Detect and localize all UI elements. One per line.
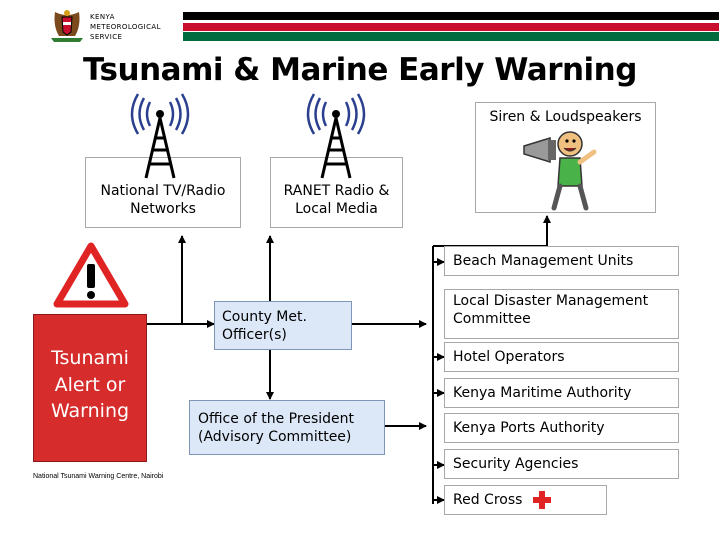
recipient-box	[444, 289, 679, 339]
flag-stripe-black	[183, 12, 719, 20]
flag-stripe-red	[183, 23, 719, 31]
org-name-line: KENYA	[90, 13, 115, 21]
president-office-label: Office of the President (Advisory Commit…	[198, 411, 354, 446]
recipient-box	[444, 378, 679, 408]
page-title: Tsunami & Marine Early Warning	[83, 52, 637, 88]
recipient-box	[444, 449, 679, 479]
tsunami-alert-label: Tsunami Alert or Warning	[50, 347, 130, 423]
ranet-radio-label: RANET Radio & Local Media	[283, 183, 390, 218]
warning-centre-footnote: National Tsunami Warning Centre, Nairobi	[33, 473, 164, 480]
organization-name: KENYA METEOROLOGICAL SERVICE	[90, 12, 161, 42]
org-name-line: SERVICE	[90, 33, 123, 42]
megaphone-person-icon	[520, 128, 600, 212]
recipient-red-cross: Red Cross	[453, 492, 523, 508]
recipient-box	[444, 342, 679, 372]
flag-stripe-green	[183, 32, 719, 41]
recipient-hotel-operators: Hotel Operators	[453, 349, 565, 365]
warning-triangle-icon	[53, 242, 129, 308]
recipient-kenya-ports-authority: Kenya Ports Authority	[453, 420, 605, 436]
president-office-box	[189, 400, 385, 455]
tsunami-alert-box: Tsunami Alert or Warning	[33, 314, 147, 462]
recipient-security-agencies: Security Agencies	[453, 456, 579, 472]
recipient-kenya-maritime-authority: Kenya Maritime Authority	[453, 385, 632, 401]
radio-tower-icon	[294, 92, 378, 180]
national-tv-radio-label: National TV/Radio Networks	[100, 183, 226, 218]
ranet-radio-box	[270, 157, 403, 228]
org-name-line: METEOROLOGICAL	[90, 23, 161, 32]
radio-tower-icon	[118, 92, 202, 180]
recipient-local-disaster-committee: Local Disaster Management Committee	[453, 293, 649, 328]
county-met-officer-label: County Met. Officer(s)	[222, 309, 307, 344]
red-cross-icon	[532, 490, 552, 510]
coat-of-arms-icon	[47, 8, 87, 44]
recipient-box	[444, 413, 679, 443]
siren-loudspeakers-label: Siren & Loudspeakers	[489, 109, 642, 125]
recipient-beach-management-units: Beach Management Units	[453, 253, 634, 269]
recipient-box	[444, 485, 607, 515]
flag-stripe-white	[183, 21, 719, 23]
county-met-officer-box	[214, 301, 352, 350]
recipient-box	[444, 246, 679, 276]
national-tv-radio-box	[85, 157, 241, 228]
